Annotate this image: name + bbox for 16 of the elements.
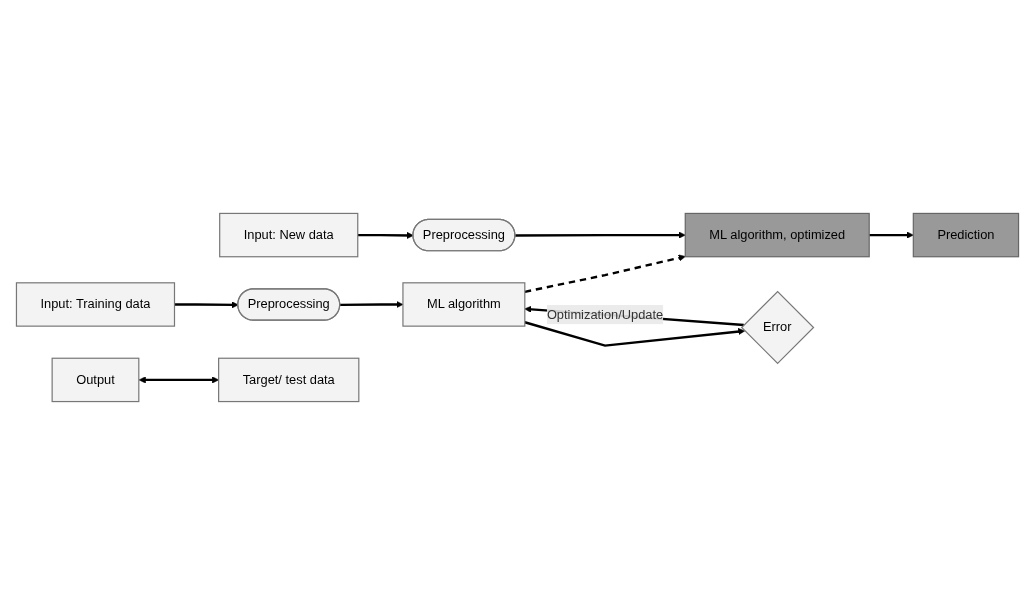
arrow	[524, 321, 746, 347]
node-diamond: Error	[740, 290, 815, 365]
arrow	[524, 254, 686, 293]
node-box: ML algorithm, optimized	[684, 212, 870, 258]
arrow	[524, 305, 744, 327]
node-box: Prediction	[912, 212, 1020, 258]
node-box: ML algorithm	[402, 282, 526, 327]
node-box: Input: New data	[219, 212, 359, 258]
node-box: Output	[51, 357, 140, 403]
node-box: Input: Training data	[15, 282, 176, 327]
arrow	[138, 376, 219, 384]
edge-label: Optimization/Update	[546, 307, 664, 322]
arrow	[869, 231, 914, 239]
arrow	[357, 231, 414, 239]
node-box: Target/ test data	[218, 357, 360, 403]
arrow	[515, 231, 686, 239]
